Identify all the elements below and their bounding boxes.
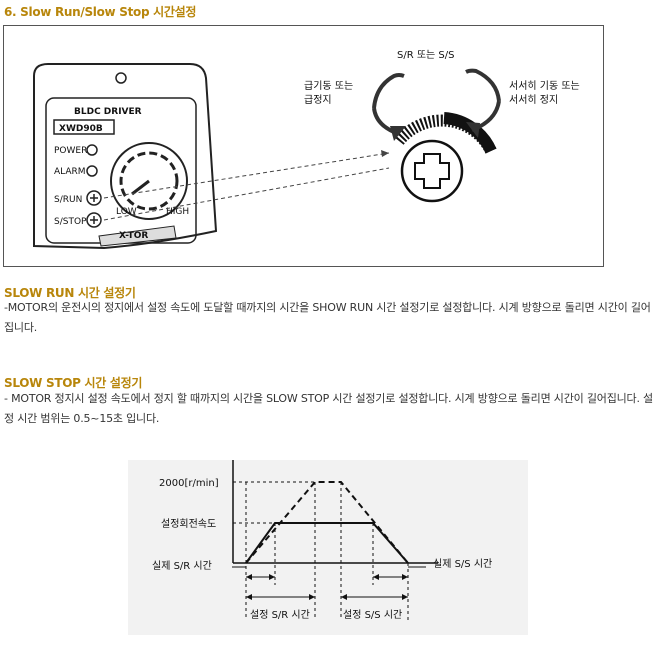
mount-hole-icon xyxy=(115,72,127,84)
label-quick-2: 급정지 xyxy=(304,94,332,106)
zoom-arrow-icon xyxy=(381,150,389,157)
slow-run-title: SLOW RUN 시간 설정기 xyxy=(4,286,136,300)
slow-stop-text: - MOTOR 정지시 설정 속도에서 정지 할 때까지의 시간을 SLOW S… xyxy=(4,392,653,425)
power-led-icon xyxy=(86,144,98,156)
cw-arrowhead-icon xyxy=(466,122,480,138)
page-heading: 6. Slow Run/Slow Stop 시간설정 xyxy=(4,5,197,19)
set-sr-arrow-right xyxy=(309,594,315,600)
actual-sr-arrow-left xyxy=(246,574,252,580)
power-label: POWER xyxy=(54,146,87,156)
set-speed-profile xyxy=(245,522,409,564)
alarm-led-icon xyxy=(86,165,98,177)
timing-graph-svg: 2000[r/min] 설정회전속도 실제 S/R 시간 실제 S/S 시간 설… xyxy=(152,460,492,621)
label-set-ss: 설정 S/S 시간 xyxy=(343,609,402,621)
model-box xyxy=(53,119,115,135)
slow-run-text: -MOTOR의 운전시의 정지에서 설정 속도에 도달할 때까지의 시간을 SH… xyxy=(4,301,651,334)
driver-figure: BLDC DRIVER XWD90B POWER ALARM S/RUN S/S… xyxy=(3,25,604,267)
phillips-cross-icon xyxy=(414,153,450,189)
y-label-2000: 2000[r/min] xyxy=(159,478,219,489)
zoom-line-bottom xyxy=(103,167,390,221)
brand-label: X-TOR xyxy=(119,231,148,241)
set-ss-arrow-left xyxy=(341,594,347,600)
driver-illustration: BLDC DRIVER XWD90B POWER ALARM S/RUN S/S… xyxy=(33,49,580,250)
label-slow-1: 서서히 기동 또는 xyxy=(509,80,580,92)
actual-ss-arrow-left xyxy=(373,574,379,580)
low-label: LOW xyxy=(116,207,137,217)
alarm-label: ALARM xyxy=(54,167,86,177)
srun-label: S/RUN xyxy=(54,195,82,205)
slow-stop-title: SLOW STOP 시간 설정기 xyxy=(4,376,143,390)
sstop-trimmer-cross xyxy=(90,216,98,224)
sstop-label: S/STOP xyxy=(54,217,87,227)
brand-plate xyxy=(98,225,177,247)
label-set-sr: 설정 S/R 시간 xyxy=(250,609,310,621)
label-sr-or-ss: S/R 또는 S/S xyxy=(397,49,455,61)
cw-arrow-upper xyxy=(465,68,501,102)
set-sr-arrow-left xyxy=(246,594,252,600)
ccw-arrow-upper xyxy=(372,73,405,109)
actual-ss-arrow-right xyxy=(402,574,408,580)
zoom-line-top xyxy=(103,152,390,199)
set-ss-arrow-right xyxy=(402,594,408,600)
y-label-set-speed: 설정회전속도 xyxy=(161,518,216,530)
timing-graph: 2000[r/min] 설정회전속도 실제 S/R 시간 실제 S/S 시간 설… xyxy=(128,460,528,635)
label-actual-sr: 실제 S/R 시간 xyxy=(152,560,212,572)
speed-knob-pointer xyxy=(131,179,150,196)
label-actual-ss: 실제 S/S 시간 xyxy=(433,558,492,570)
srun-trimmer-cross xyxy=(90,194,98,202)
ccw-arrowhead-icon xyxy=(390,126,406,141)
model-label: XWD90B xyxy=(59,124,103,134)
actual-sr-arrow-right xyxy=(269,574,275,580)
driver-title: BLDC DRIVER xyxy=(74,107,142,117)
label-quick-1: 급기동 또는 xyxy=(304,80,353,92)
label-slow-2: 서서히 정지 xyxy=(509,94,558,106)
high-label: HIGH xyxy=(166,207,189,217)
